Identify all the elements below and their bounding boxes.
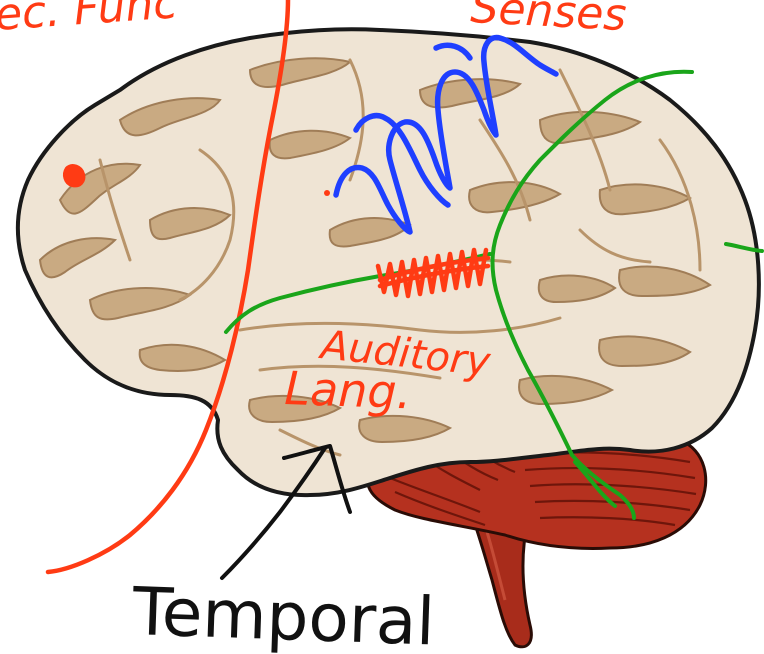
- red-small-dot: [324, 190, 330, 196]
- label-exec-function: ec. Func: [0, 0, 179, 41]
- red-frontal-mark: [64, 165, 84, 186]
- label-language: Lang.: [284, 361, 413, 419]
- label-temporal: Temporal: [130, 573, 436, 654]
- label-senses: Senses: [469, 0, 627, 41]
